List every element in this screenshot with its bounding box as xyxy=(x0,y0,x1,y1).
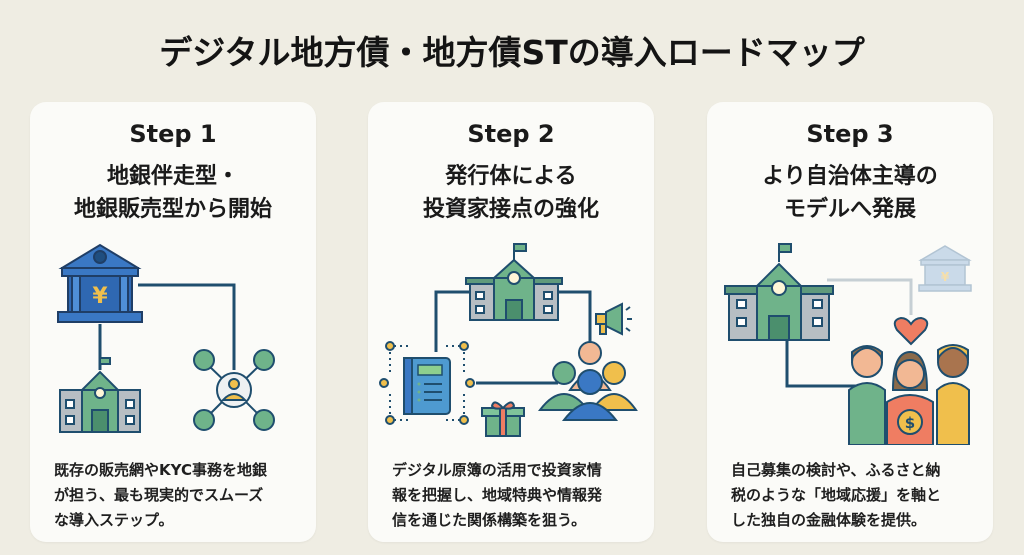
gift-icon xyxy=(481,401,525,437)
dollar-coin-icon: $ xyxy=(897,409,923,435)
connector-lines xyxy=(434,290,592,385)
step-description-line: デジタル原簿の活用で投資家情 xyxy=(392,461,602,479)
heart-icon xyxy=(893,316,929,346)
city-hall-icon xyxy=(724,243,834,341)
step-heading-line: 地銀販売型から開始 xyxy=(73,197,272,222)
step-description: 自己募集の検討や、ふるさと納 税のような「地域応援」を軸と した独自の金融体験を… xyxy=(731,458,981,533)
step-label: Step 3 xyxy=(806,120,894,148)
faded-bank-yen-icon: ¥ xyxy=(918,245,972,292)
city-hall-icon xyxy=(59,357,141,433)
page-title: デジタル地方債・地方債STの導入ロードマップ xyxy=(159,33,865,72)
digital-ledger-icon xyxy=(379,341,475,425)
step-card-1: Step 1 地銀伴走型・ 地銀販売型から開始 ¥ xyxy=(30,102,316,542)
step-description-line: 税のような「地域応援」を軸と xyxy=(731,486,942,504)
city-hall-icon xyxy=(465,243,563,321)
step-description-line: した独自の金融体験を提供。 xyxy=(731,511,927,529)
step-card-2: Step 2 発行体による 投資家接点の強化 xyxy=(368,102,654,542)
step-card-3: Step 3 より自治体主導の モデルへ発展 ¥ xyxy=(707,102,993,542)
step-2-illustration xyxy=(379,243,638,437)
step-heading-line: より自治体主導の xyxy=(762,164,938,189)
step-heading-line: モデルへ発展 xyxy=(783,197,916,222)
investor-network-icon xyxy=(193,349,275,431)
step-heading: 地銀伴走型・ 地銀販売型から開始 xyxy=(30,160,316,226)
step-label: Step 2 xyxy=(467,120,555,148)
megaphone-icon xyxy=(595,302,632,336)
step-heading-line: 投資家接点の強化 xyxy=(422,197,599,222)
step-description: 既存の販売網やKYC事務を地銀 が担う、最も現実的でスムーズ な導入ステップ。 xyxy=(54,458,304,533)
step-description: デジタル原簿の活用で投資家情 報を把握し、地域特典や情報発 信を通じた関係構築を… xyxy=(392,458,642,533)
step-description-line: 既存の販売網やKYC事務を地銀 xyxy=(54,461,267,479)
step-description-line: 自己募集の検討や、ふるさと納 xyxy=(731,461,941,479)
investors-group-icon xyxy=(537,341,638,421)
faded-yen-symbol: ¥ xyxy=(941,270,950,284)
yen-symbol: ¥ xyxy=(92,284,108,309)
step-description-line: な導入ステップ。 xyxy=(54,511,174,529)
step-description-line: 信を通じた関係構築を狙う。 xyxy=(392,511,587,529)
step-heading: より自治体主導の モデルへ発展 xyxy=(707,160,993,226)
step-description-line: が担う、最も現実的でスムーズ xyxy=(54,486,264,504)
dollar-symbol: $ xyxy=(905,414,915,432)
bank-yen-icon xyxy=(57,243,143,323)
step-description-line: 報を把握し、地域特典や情報発 xyxy=(392,486,603,504)
step-label: Step 1 xyxy=(129,120,217,148)
step-1-illustration: ¥ xyxy=(57,243,275,433)
connector-lines xyxy=(785,278,913,388)
step-heading: 発行体による 投資家接点の強化 xyxy=(368,160,654,226)
step-heading-line: 地銀伴走型・ xyxy=(106,164,239,189)
step-heading-line: 発行体による xyxy=(445,164,577,189)
step-3-illustration: ¥ xyxy=(724,243,972,445)
